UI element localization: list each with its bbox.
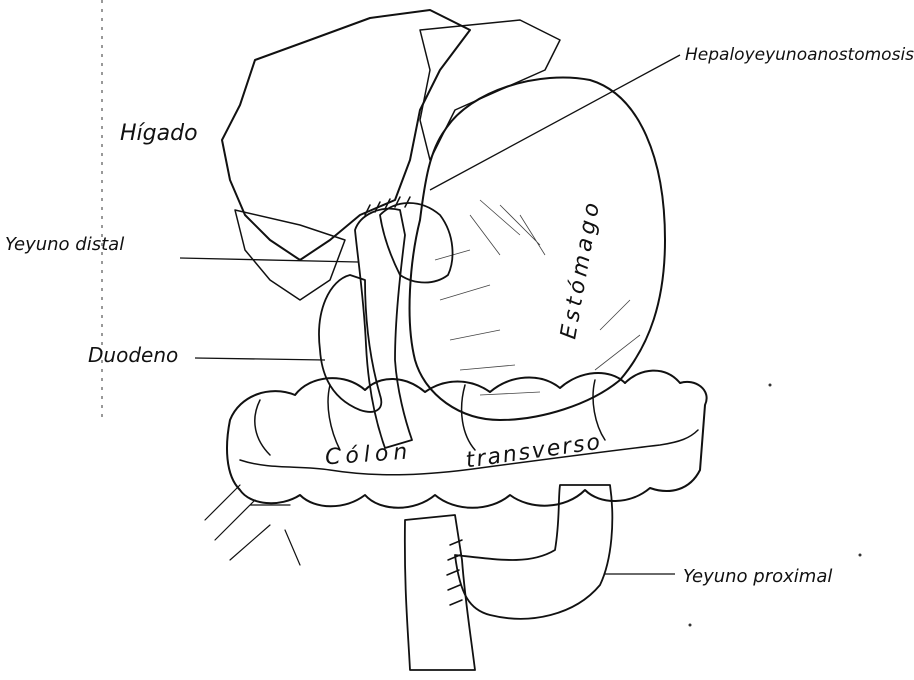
leader-distal-jejunum — [180, 258, 358, 262]
label-transverse: transverso — [464, 430, 603, 474]
label-colon: Cólon — [324, 439, 413, 470]
stray-dot — [859, 554, 862, 557]
stomach-drawing — [410, 77, 665, 420]
mesentery-lines — [205, 485, 300, 565]
proximal-jejunum-drawing — [405, 485, 612, 670]
stray-dot — [689, 624, 692, 627]
label-proximal-jejunum: Yeyuno proximal — [683, 566, 832, 587]
label-liver: Hígado — [120, 121, 198, 146]
label-hepaticojejunostomy: Hepaloyeyunoanostomosis — [685, 45, 914, 65]
leader-duodenum — [195, 358, 325, 360]
label-distal-jejunum: Yeyuno distal — [5, 234, 124, 255]
label-stomach: Estómago — [556, 197, 605, 341]
transverse-colon-drawing — [227, 371, 707, 508]
label-duodenum: Duodeno — [88, 343, 178, 367]
leader-hepatico — [430, 55, 680, 190]
distal-jejunum-drawing — [355, 197, 453, 448]
stray-dot — [769, 384, 772, 387]
